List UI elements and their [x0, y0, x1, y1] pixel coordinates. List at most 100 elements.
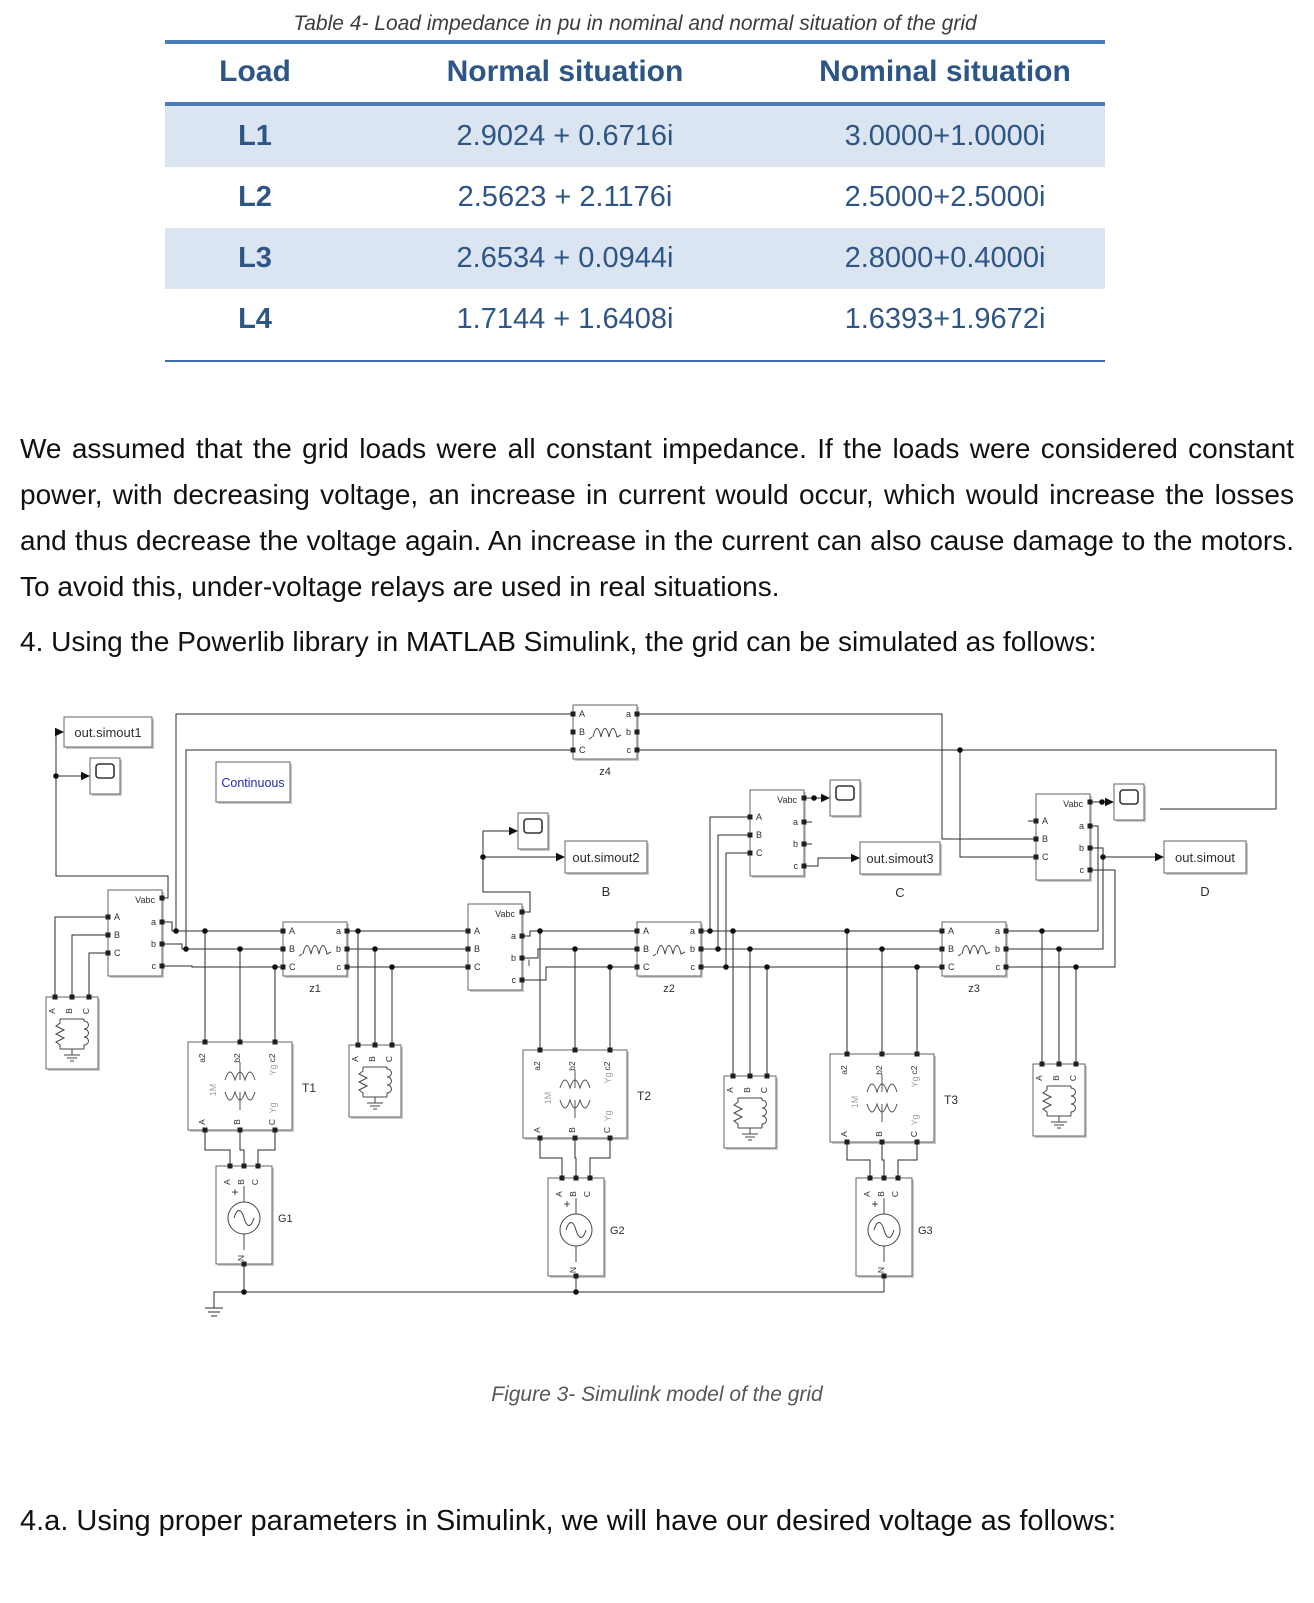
port: [747, 832, 753, 838]
label: b: [151, 939, 156, 949]
wire: [1006, 869, 1116, 968]
junction-dot: [1039, 927, 1045, 934]
arrowhead: [55, 727, 64, 736]
port: [241, 1163, 247, 1169]
cell-load: L2: [238, 181, 272, 213]
cell-load: L1: [238, 120, 272, 152]
label: C: [1042, 852, 1049, 862]
wire: [637, 749, 1036, 858]
block-tag: C: [895, 885, 904, 900]
port: [202, 1127, 208, 1133]
port: [465, 946, 471, 952]
label: a: [1079, 821, 1084, 831]
label: C: [1068, 1075, 1078, 1081]
wire: [185, 749, 573, 949]
to-workspace-label: out.simout3: [866, 851, 933, 866]
port: [1003, 946, 1009, 952]
junction-dot: [53, 772, 59, 779]
port: [698, 946, 704, 952]
label: A: [643, 926, 649, 936]
powergui-label: Continuous: [221, 776, 284, 790]
label: c: [337, 962, 342, 972]
label: B: [289, 944, 295, 954]
table-header-row: Load Normal situation Nominal situation: [165, 44, 1105, 106]
port: [879, 1051, 885, 1057]
port: [389, 1042, 395, 1048]
port: [914, 1139, 920, 1145]
junction-dot: [237, 945, 243, 952]
label: B: [114, 930, 120, 940]
port: [52, 994, 58, 1000]
body-paragraph: We assumed that the grid loads were all …: [20, 433, 1294, 602]
winding-label: Yg: [910, 1114, 920, 1125]
port: [698, 928, 704, 934]
resistor-icon: [357, 1066, 369, 1097]
port: [1033, 836, 1039, 842]
wire: [637, 713, 1036, 840]
table-row: L4 1.7144 + 1.6408i 1.6393+1.9672i: [165, 289, 1105, 350]
junction-dot: [1100, 853, 1106, 860]
port: [519, 933, 525, 939]
port: [159, 919, 165, 925]
junction-dot: [241, 1288, 247, 1295]
label: A: [839, 1130, 849, 1136]
port: [280, 946, 286, 952]
port: [105, 932, 111, 938]
vabc-label: Vabc: [777, 795, 797, 805]
block-tag: G1: [278, 1213, 293, 1225]
port: [237, 1039, 243, 1045]
block-tag: z1: [309, 983, 321, 995]
section-4-text: 4. Using the Powerlib library in MATLAB …: [20, 625, 1097, 657]
label: B: [567, 1126, 577, 1132]
port: [280, 964, 286, 970]
block-tag: z2: [663, 983, 675, 995]
label: c2: [909, 1065, 919, 1074]
label: B: [742, 1086, 752, 1092]
port: [939, 946, 945, 952]
port: [747, 850, 753, 856]
port: [570, 747, 576, 753]
wire: [804, 857, 854, 867]
block-tag: D: [1200, 884, 1209, 899]
label: B: [236, 1178, 246, 1184]
label: A: [47, 1007, 57, 1013]
label: c: [996, 962, 1001, 972]
port: [867, 1175, 873, 1181]
junction-dot: [707, 927, 713, 934]
wire: [897, 1141, 918, 1178]
junction-dot: [715, 945, 721, 952]
label: B: [579, 727, 585, 737]
label: A: [532, 1126, 542, 1132]
port: [634, 964, 640, 970]
port: [280, 928, 286, 934]
port: [1087, 799, 1093, 805]
to-workspace-block-simout1: out.simout1A: [63, 716, 154, 773]
section-4a-text: 4.a. Using proper parameters in Simulink…: [20, 1504, 1117, 1537]
label: a: [336, 926, 341, 936]
wire: [725, 852, 750, 967]
port: [105, 914, 111, 920]
label: a: [511, 931, 516, 941]
label: b: [995, 944, 1000, 954]
label: b: [511, 953, 516, 963]
label: B: [64, 1007, 74, 1013]
resistor-icon: [732, 1097, 744, 1128]
label: B: [1051, 1074, 1061, 1080]
label: a: [626, 709, 631, 719]
wire: [522, 930, 637, 937]
label: a2: [197, 1053, 207, 1063]
winding-label: Yg: [268, 1102, 278, 1113]
label: c: [512, 975, 517, 985]
plus-sign: +: [563, 1197, 570, 1211]
junction-dot: [957, 746, 963, 753]
plus-sign: +: [231, 1185, 238, 1199]
label: C: [602, 1127, 612, 1133]
port: [844, 1051, 850, 1057]
port: [1039, 1061, 1045, 1067]
label: N: [568, 1267, 578, 1273]
